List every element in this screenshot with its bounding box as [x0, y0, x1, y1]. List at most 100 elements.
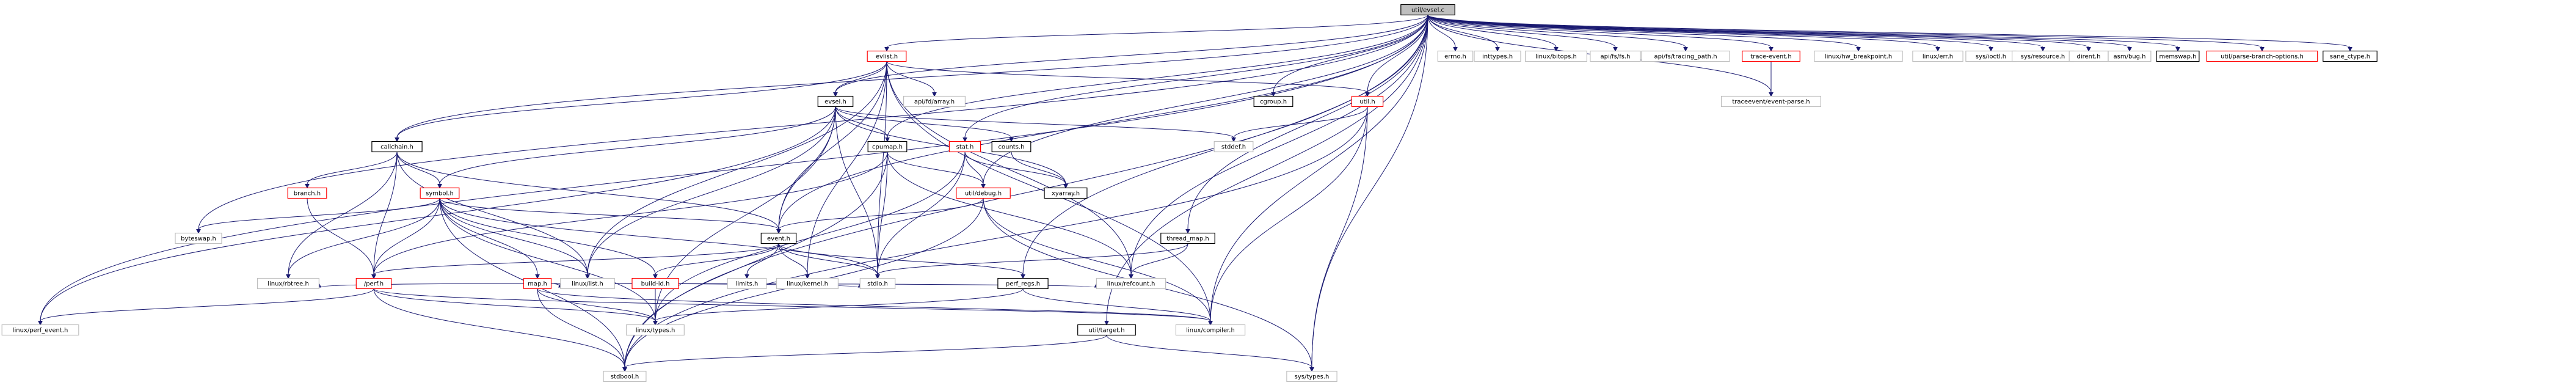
edge-perf-regs-to-linux-types	[655, 288, 1024, 321]
node-sys-resource[interactable]: sys/resource.h	[2012, 50, 2075, 62]
node-build-id[interactable]: build-id.h	[631, 277, 679, 290]
arrowhead-icon	[1365, 92, 1370, 97]
node-label: dirent.h	[2077, 54, 2101, 60]
node-box	[560, 277, 615, 290]
node-traceevent-parse[interactable]: traceevent/event-parse.h	[1721, 95, 1822, 108]
node-linux-types[interactable]: linux/types.h	[626, 324, 685, 336]
node-compiler[interactable]: linux/compiler.h	[1175, 324, 1246, 336]
node-stdio[interactable]: stdio.h	[859, 277, 896, 290]
arrowhead-icon	[1009, 137, 1014, 142]
node-box	[1213, 141, 1254, 153]
node-label: linux/hw_breakpoint.h	[1825, 54, 1892, 60]
edge-evlist-to-evsel	[835, 61, 887, 93]
node-label: stat.h	[956, 144, 974, 151]
node-box	[603, 370, 647, 383]
arrowhead-icon	[1935, 47, 1940, 52]
node-label: limits.h	[736, 281, 759, 288]
edge-cpumap-to-stdio	[877, 152, 888, 275]
node-apifs[interactable]: api/fs/fs.h	[1590, 50, 1641, 62]
node-inttypes[interactable]: inttypes.h	[1474, 50, 1521, 62]
node-linux-kernel[interactable]: linux/kernel.h	[776, 277, 839, 290]
node-evsel[interactable]: evsel.h	[817, 95, 854, 108]
edge-callchain-to-rbtree	[288, 152, 398, 275]
node-parse-branch[interactable]: util/parse-branch-options.h	[2206, 50, 2318, 62]
node-label: traceevent/event-parse.h	[1732, 99, 1810, 106]
arrowhead-icon	[1453, 47, 1458, 52]
node-label: inttypes.h	[1482, 54, 1513, 60]
node-sane-ctype[interactable]: sane_ctype.h	[2323, 50, 2378, 62]
node-label: asm/bug.h	[2114, 54, 2146, 60]
node-branch[interactable]: branch.h	[287, 187, 327, 199]
edge-root-to-perf-event	[40, 15, 1428, 321]
node-errno[interactable]: errno.h	[1437, 50, 1474, 62]
node-root[interactable]: util/evsel.c	[1400, 4, 1455, 16]
node-asm-bug[interactable]: asm/bug.h	[2108, 50, 2152, 62]
node-refcount[interactable]: linux/refcount.h	[1096, 277, 1166, 290]
node-byteswap[interactable]: byteswap.h	[175, 232, 222, 244]
node-evlist[interactable]: evlist.h	[867, 50, 907, 62]
node-counts[interactable]: counts.h	[991, 141, 1031, 153]
node-label: evsel.h	[824, 99, 846, 106]
arrowhead-icon	[884, 47, 889, 52]
edge-map-to-linux-types	[537, 288, 656, 321]
node-cpumap[interactable]: cpumap.h	[867, 141, 908, 153]
node-box	[1437, 50, 1474, 62]
node-stat[interactable]: stat.h	[948, 141, 981, 153]
node-label: linux/rbtree.h	[267, 281, 309, 288]
edge-symbol-to-build-id	[439, 198, 656, 275]
node-label: util/evsel.c	[1411, 7, 1444, 14]
node-callchain[interactable]: callchain.h	[371, 141, 423, 153]
node-api-fd-array[interactable]: api/fd/array.h	[903, 95, 966, 108]
node-box	[287, 187, 327, 199]
edge-symbol-to-perf	[373, 198, 440, 275]
node-event[interactable]: event.h	[760, 232, 797, 244]
edge-symbol-to-event	[439, 198, 779, 230]
node-util-debug[interactable]: util/debug.h	[956, 187, 1011, 199]
node-box	[956, 187, 1011, 199]
node-linux-list[interactable]: linux/list.h	[560, 277, 615, 290]
arrowhead-icon	[2348, 47, 2352, 52]
node-perf-event[interactable]: linux/perf_event.h	[1, 324, 79, 336]
edge-root-to-cpumap	[887, 15, 1428, 138]
edge-callchain-to-symbol	[396, 152, 440, 185]
node-xyarray[interactable]: xyarray.h	[1044, 187, 1088, 199]
node-bitops[interactable]: linux/bitops.h	[1525, 50, 1588, 62]
edge-stat-to-stdio	[877, 152, 966, 275]
node-label: trace-event.h	[1750, 54, 1791, 60]
node-thread-map[interactable]: thread_map.h	[1160, 232, 1215, 244]
edge-root-to-sane-ctype	[1427, 15, 2351, 48]
node-trace-event[interactable]: trace-event.h	[1742, 50, 1800, 62]
node-memswap[interactable]: memswap.h	[2156, 50, 2200, 62]
node-util[interactable]: util.h	[1351, 95, 1384, 108]
node-linux-err[interactable]: linux/err.h	[1912, 50, 1963, 62]
node-sys-types[interactable]: sys/types.h	[1286, 370, 1337, 383]
node-label: sys/ioctl.h	[1976, 54, 2006, 60]
node-limits[interactable]: limits.h	[727, 277, 767, 290]
node-perf[interactable]: /perf.h	[355, 277, 392, 290]
node-tracing-path[interactable]: api/fs/tracing_path.h	[1641, 50, 1730, 62]
node-cgroup[interactable]: cgroup.h	[1253, 95, 1293, 108]
edge-perf-to-linux-types	[373, 288, 656, 321]
arrowhead-icon	[962, 137, 967, 142]
node-dirent[interactable]: dirent.h	[2068, 50, 2109, 62]
node-util-target[interactable]: util/target.h	[1077, 324, 1136, 336]
edge-callchain-to-perf	[373, 152, 398, 275]
edge-root-to-sys-types	[1311, 15, 1428, 368]
node-sys-ioctl[interactable]: sys/ioctl.h	[1965, 50, 2017, 62]
arrowhead-icon	[2040, 47, 2045, 52]
node-stdbool[interactable]: stdbool.h	[603, 370, 647, 383]
node-box	[1096, 277, 1166, 290]
arrowhead-icon	[805, 274, 810, 279]
node-perf-regs[interactable]: perf_regs.h	[997, 277, 1049, 290]
node-hw-breakpoint[interactable]: linux/hw_breakpoint.h	[1814, 50, 1903, 62]
node-stddef[interactable]: stddef.h	[1213, 141, 1254, 153]
node-label: memswap.h	[2159, 54, 2196, 60]
node-symbol[interactable]: symbol.h	[420, 187, 460, 199]
node-rbtree[interactable]: linux/rbtree.h	[257, 277, 320, 290]
node-box	[2156, 50, 2200, 62]
node-box	[903, 95, 966, 108]
node-label: linux/perf_event.h	[13, 328, 68, 334]
node-box	[1351, 95, 1384, 108]
node-map[interactable]: map.h	[523, 277, 552, 290]
edge-callchain-to-event	[396, 152, 779, 230]
